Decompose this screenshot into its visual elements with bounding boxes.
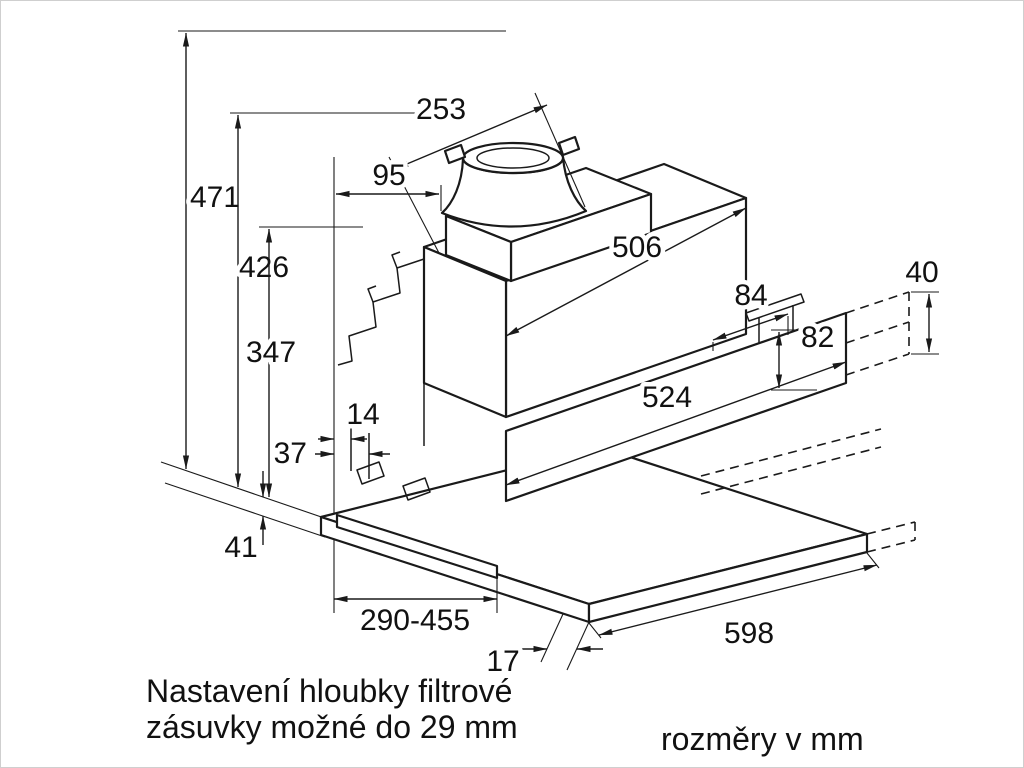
dim-524: 524	[505, 361, 847, 486]
dim-84-label: 84	[734, 279, 767, 312]
dim-82-label: 82	[801, 321, 834, 354]
duct-collar	[440, 135, 588, 228]
slab-pullout-dashed	[866, 521, 916, 553]
dim-347: 347	[241, 226, 363, 498]
dim-17: 17	[482, 613, 603, 683]
dim-95-label: 95	[372, 159, 405, 192]
dim-40-label: 40	[905, 256, 938, 289]
note-line-1: Nastavení hloubky filtrové	[146, 673, 512, 709]
hood-outline	[319, 135, 916, 624]
dim-14: 14	[318, 394, 384, 443]
dim-524-label: 524	[642, 381, 692, 414]
dim-41-label: 41	[224, 531, 257, 564]
band-pullout-dashed	[845, 291, 910, 376]
dim-290-455: 290-455	[333, 567, 498, 642]
dim-598-label: 598	[724, 617, 774, 650]
slab-hooks	[356, 461, 431, 501]
dim-471-label: 471	[190, 181, 240, 214]
rail-zigzag	[337, 258, 425, 366]
drawer-dashed-edges	[700, 428, 882, 495]
dim-84: 84	[712, 275, 789, 351]
rail-hooks	[367, 251, 401, 303]
dim-40: 40	[901, 252, 943, 355]
dim-347-label: 347	[246, 336, 296, 369]
dim-41: 41	[164, 471, 326, 569]
captions: Nastavení hloubky filtrové zásuvky možné…	[143, 670, 867, 760]
dim-253: 253	[388, 89, 586, 254]
dim-37: 37	[269, 433, 390, 475]
dim-17-label: 17	[486, 645, 519, 678]
dim-506: 506	[505, 207, 747, 337]
dim-14-label: 14	[346, 398, 379, 431]
dim-37-label: 37	[274, 437, 307, 470]
dim-426: 426	[230, 112, 459, 488]
dim-506-label: 506	[612, 231, 662, 264]
dim-290-455-label: 290-455	[360, 604, 470, 637]
units-label: rozměry v mm	[661, 721, 864, 757]
dim-598: 598	[588, 552, 880, 655]
dimension-annotations: 471 426 347 253 95 5	[160, 30, 943, 683]
dim-253-label: 253	[416, 93, 466, 126]
dim-426-label: 426	[239, 251, 289, 284]
note-line-2: zásuvky možné do 29 mm	[146, 709, 518, 745]
collar-tab-right	[557, 135, 581, 157]
dim-82: 82	[771, 317, 839, 391]
dim-471: 471	[160, 30, 506, 522]
dim-95: 95	[335, 155, 442, 211]
